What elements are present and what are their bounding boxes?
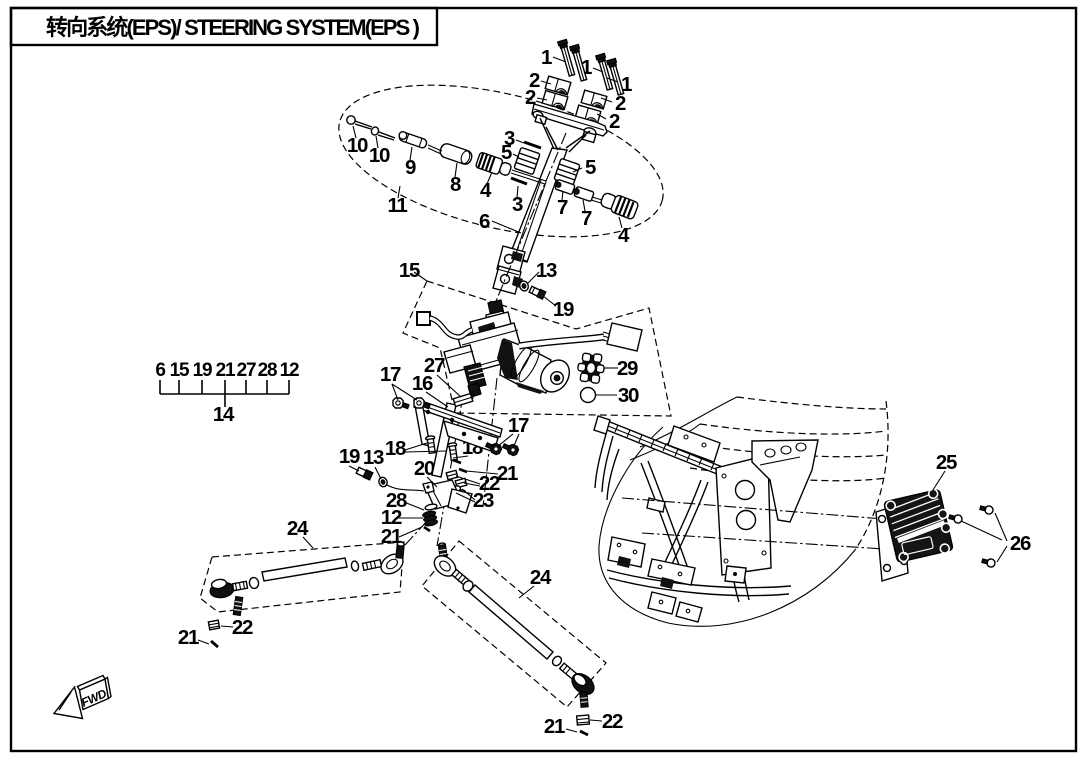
svg-text:21: 21 <box>178 626 199 649</box>
svg-text:29: 29 <box>617 357 638 380</box>
svg-text:2: 2 <box>609 110 620 133</box>
svg-text:21: 21 <box>544 715 565 738</box>
svg-text:15: 15 <box>399 259 420 282</box>
svg-text:转向系统(EPS)/ STEERING SYSTEM(EPS: 转向系统(EPS)/ STEERING SYSTEM(EPS ) <box>46 15 420 40</box>
svg-text:28: 28 <box>258 360 277 381</box>
svg-text:19: 19 <box>339 445 360 468</box>
svg-text:2: 2 <box>525 86 536 109</box>
svg-text:10: 10 <box>369 144 390 167</box>
svg-text:28: 28 <box>386 489 407 512</box>
svg-text:9: 9 <box>405 156 416 179</box>
svg-text:18: 18 <box>385 437 406 460</box>
svg-text:27: 27 <box>237 360 256 381</box>
svg-text:14: 14 <box>213 403 235 426</box>
svg-text:7: 7 <box>581 207 592 230</box>
svg-text:21: 21 <box>216 360 236 381</box>
svg-text:1: 1 <box>621 73 632 96</box>
svg-text:5: 5 <box>585 156 596 179</box>
svg-text:16: 16 <box>412 372 433 395</box>
svg-text:5: 5 <box>501 141 512 164</box>
svg-text:12: 12 <box>381 506 402 529</box>
svg-text:2: 2 <box>529 69 540 92</box>
svg-text:22: 22 <box>232 616 253 639</box>
svg-text:4: 4 <box>480 179 492 202</box>
svg-text:17: 17 <box>380 363 401 386</box>
svg-text:27: 27 <box>424 354 445 377</box>
svg-text:1: 1 <box>541 46 552 69</box>
svg-text:15: 15 <box>170 360 190 381</box>
svg-text:10: 10 <box>347 134 368 157</box>
svg-text:20: 20 <box>414 457 435 480</box>
svg-text:8: 8 <box>450 173 461 196</box>
svg-text:11: 11 <box>387 194 407 217</box>
svg-text:6: 6 <box>155 360 165 381</box>
svg-text:12: 12 <box>280 360 299 381</box>
svg-text:13: 13 <box>363 446 384 469</box>
svg-text:22: 22 <box>602 710 623 733</box>
svg-text:2: 2 <box>615 92 626 115</box>
svg-text:3: 3 <box>504 127 515 150</box>
svg-text:19: 19 <box>193 360 212 381</box>
svg-text:6: 6 <box>479 210 490 233</box>
svg-text:19: 19 <box>553 298 574 321</box>
svg-text:7: 7 <box>557 196 568 219</box>
svg-text:24: 24 <box>530 566 552 589</box>
svg-text:26: 26 <box>1010 532 1031 555</box>
svg-text:21: 21 <box>497 462 518 485</box>
svg-text:17: 17 <box>508 414 529 437</box>
svg-text:3: 3 <box>512 193 523 216</box>
svg-text:4: 4 <box>618 224 630 247</box>
svg-text:24: 24 <box>287 517 309 540</box>
svg-text:13: 13 <box>536 259 557 282</box>
svg-text:25: 25 <box>936 451 957 474</box>
svg-text:30: 30 <box>618 384 639 407</box>
